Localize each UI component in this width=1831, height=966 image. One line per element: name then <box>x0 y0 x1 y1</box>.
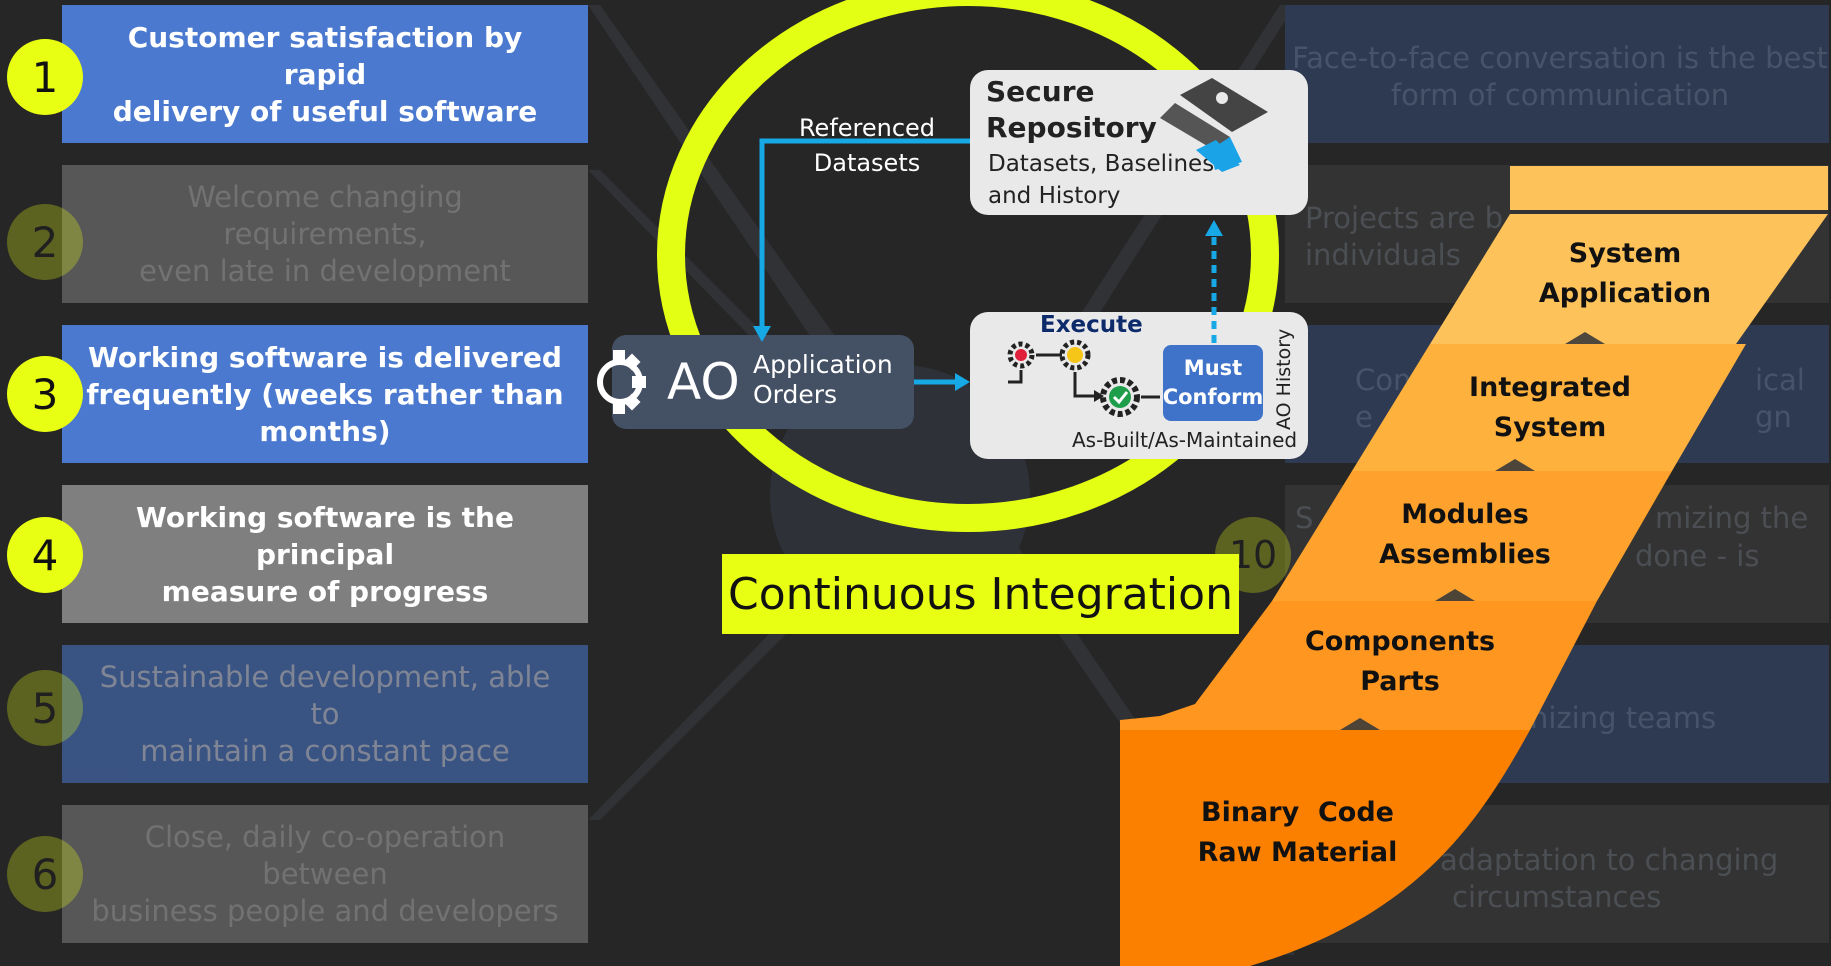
repository-title-line1: Secure <box>986 75 1095 108</box>
principle-9-fragment-4: gn <box>1755 400 1792 434</box>
level-5-line2: Raw Material <box>1197 837 1398 868</box>
level-3-line2: Assemblies <box>1379 539 1551 570</box>
level-4-line2: Parts <box>1360 666 1440 697</box>
ao-abbreviation: AO <box>667 353 740 411</box>
referenced-datasets-label: Referenced Datasets <box>797 111 937 181</box>
ao-label: Application Orders <box>753 350 893 410</box>
level-components-parts <box>1120 601 1597 730</box>
level-2-line1: Integrated <box>1469 372 1631 403</box>
level-5-line1: Binary Code <box>1201 797 1394 828</box>
level-2-line2: System <box>1493 412 1607 443</box>
level-system-application <box>1430 214 1828 344</box>
staircase-top-bar <box>1510 166 1828 210</box>
referenced-datasets-line2: Datasets <box>813 149 921 177</box>
principle-2-line1: Welcome changing requirements, <box>187 179 463 251</box>
principle-2-line2: even late in development <box>139 253 511 288</box>
level-1-line2: Application <box>1538 278 1712 309</box>
principle-12-fragment-1: adaptation to changing <box>1440 843 1779 877</box>
step-gear-check-icon <box>1100 377 1140 417</box>
ao-label-line1: Application <box>753 350 893 379</box>
repository-title: Secure Repository <box>986 74 1157 146</box>
principle-8-fragment-1: Projects are b <box>1305 201 1504 235</box>
as-built-label: As-Built/As-Maintained <box>1072 428 1298 452</box>
principle-5-number: 5 <box>7 670 83 746</box>
principle-1-line1: Customer satisfaction by rapid <box>127 20 523 91</box>
principle-1-number: 1 <box>7 39 83 115</box>
principle-9-fragment-3: e <box>1355 400 1373 434</box>
step-gear-yellow-icon <box>1059 339 1091 371</box>
principle-3-number: 3 <box>7 356 83 432</box>
level-4-label: Components Parts <box>1285 622 1515 702</box>
level-3-label: Modules Assemblies <box>1360 495 1570 575</box>
must-conform-line1: Must <box>1183 356 1243 380</box>
principle-7-box <box>1285 5 1829 143</box>
principle-3-line1: Working software is delivered <box>88 340 562 374</box>
principle-10-fragment-3: done - is <box>1635 539 1760 573</box>
level-2-label: Integrated System <box>1445 368 1655 448</box>
principle-11-fragment: nizing teams <box>1530 701 1717 735</box>
continuous-integration-label: Continuous Integration <box>722 554 1239 634</box>
secure-repository-panel <box>970 70 1308 215</box>
repository-subtitle: Datasets, Baselines and History <box>988 148 1214 212</box>
level-modules-assemblies <box>1272 471 1672 601</box>
principle-4-line2: measure of progress <box>161 574 489 608</box>
level-binary-code <box>1120 730 1530 966</box>
level-4-line1: Components <box>1304 626 1496 657</box>
principle-4-line1: Working software is the principal <box>136 500 514 571</box>
principle-12-fragment-2: circumstances <box>1452 880 1662 914</box>
principle-10-fragment-2: mizing the <box>1655 501 1809 535</box>
application-orders-panel <box>612 335 914 429</box>
must-conform-line2: Conform <box>1162 385 1264 409</box>
level-1-line1: System <box>1568 238 1682 269</box>
principle-4-number: 4 <box>7 517 83 593</box>
level-5-label: Binary Code Raw Material <box>1180 793 1415 873</box>
principle-6-number: 6 <box>7 836 83 912</box>
principle-10-fragment-1: S <box>1295 501 1314 535</box>
principle-6-line1: Close, daily co-operation between <box>144 819 506 891</box>
principle-2-box: Welcome changing requirements,even late … <box>62 165 588 303</box>
principle-3-line2: frequently (weeks rather than <box>86 377 564 411</box>
principle-8-fragment-2: individuals <box>1305 238 1461 272</box>
principle-3-line3: months) <box>259 414 391 448</box>
principle-6-line2: business people and developers <box>91 893 559 928</box>
level-integrated-system <box>1352 344 1746 471</box>
referenced-datasets-line1: Referenced <box>798 114 936 142</box>
execute-title: Execute <box>1040 312 1143 338</box>
ao-label-line2: Orders <box>753 380 838 409</box>
principle-2-number: 2 <box>7 204 83 280</box>
principle-1-line2: delivery of useful software <box>112 94 538 128</box>
must-conform-badge: Must Conform <box>1163 345 1263 421</box>
repository-sub-line1: Datasets, Baselines <box>988 151 1215 177</box>
principle-7-line1: Face-to-face conversation is the best <box>1292 41 1828 75</box>
principle-5-line1: Sustainable development, able to <box>99 659 551 731</box>
level-3-line1: Modules <box>1401 499 1529 530</box>
step-gear-red-icon <box>1007 341 1035 369</box>
repository-sub-line2: and History <box>988 183 1121 209</box>
principle-9-fragment-2: ical <box>1755 363 1805 397</box>
level-1-label: System Application <box>1520 234 1730 314</box>
principle-5-line2: maintain a constant pace <box>140 733 510 768</box>
repository-title-line2: Repository <box>986 111 1157 144</box>
principle-7-line2: form of communication <box>1390 78 1730 112</box>
